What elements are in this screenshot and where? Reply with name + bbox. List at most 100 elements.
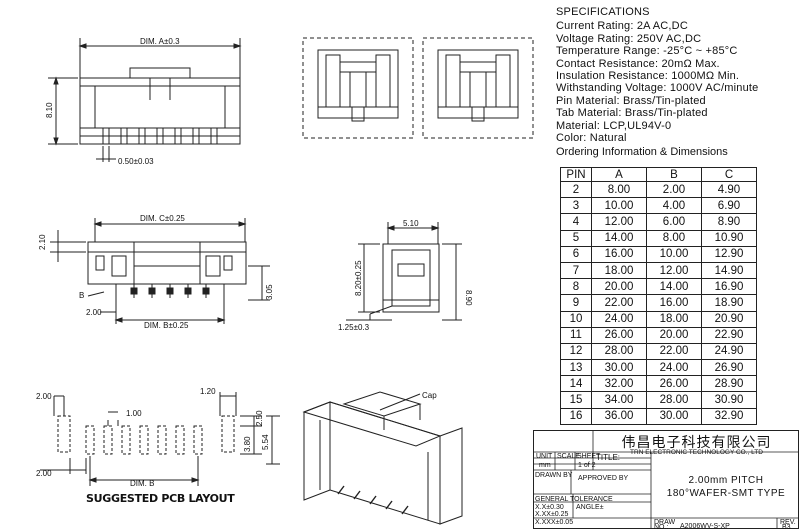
dim-820-label: 8.20±0.25 bbox=[354, 260, 363, 296]
ordering-title: Ordering Information & Dimensions bbox=[556, 146, 728, 158]
pcb-200b-label: 2.00 bbox=[36, 469, 52, 478]
spec-line: Current Rating: 2A AC,DC bbox=[556, 20, 688, 33]
pin-cell: 16 bbox=[560, 407, 592, 425]
draw-number: A2006WV-S-XP bbox=[680, 523, 730, 530]
plan-view bbox=[50, 218, 270, 324]
a-cell: 34.00 bbox=[591, 391, 647, 409]
b-cell: 2.00 bbox=[646, 180, 702, 199]
scale-label: SCALE bbox=[557, 453, 580, 460]
col-header-b: B bbox=[646, 167, 702, 182]
pcb-250-label: 2.50 bbox=[255, 410, 264, 426]
title-block: 伟昌电子科技有限公司 TRN ELECTRONIC TECHNOLOGY CO.… bbox=[533, 430, 799, 531]
b-cell: 14.00 bbox=[646, 278, 702, 296]
a-cell: 20.00 bbox=[591, 278, 647, 296]
pcb-554-label: 5.54 bbox=[261, 434, 270, 450]
b-cell: 16.00 bbox=[646, 294, 702, 312]
b-cell: 26.00 bbox=[646, 375, 702, 393]
top-views bbox=[302, 37, 534, 139]
a-cell: 10.00 bbox=[591, 197, 647, 215]
dim-125-label: 1.25±0.3 bbox=[338, 323, 370, 332]
a-cell: 36.00 bbox=[591, 407, 647, 425]
dim-b-label: DIM. B±0.25 bbox=[144, 321, 189, 330]
col-header-a: A bbox=[591, 167, 647, 182]
company-name-en: TRN ELECTRONIC TECHNOLOGY CO., LTD bbox=[630, 449, 763, 456]
pitch-pin-label: 0.50±0.03 bbox=[118, 157, 154, 166]
pin-cell: 5 bbox=[560, 229, 592, 247]
no-label: NO.: bbox=[654, 524, 669, 531]
table-header-row: PIN A B C bbox=[560, 167, 757, 182]
unit-value: mm bbox=[539, 462, 551, 469]
dim-200a-label: 2.00 bbox=[86, 308, 102, 317]
c-cell: 28.90 bbox=[701, 375, 757, 393]
c-cell: 22.90 bbox=[701, 326, 757, 344]
dim-a-label: DIM. A±0.3 bbox=[140, 37, 180, 46]
title-block-grid bbox=[533, 430, 799, 529]
pcb-100-label: 1.00 bbox=[126, 409, 142, 418]
b-cell: 4.00 bbox=[646, 197, 702, 215]
spec-line: Pin Material: Brass/Tin-plated bbox=[556, 94, 706, 107]
col-header-pin: PIN bbox=[560, 167, 592, 182]
specifications: SPECIFICATIONS Current Rating: 2A AC,DC … bbox=[556, 6, 796, 144]
b-cell: 12.00 bbox=[646, 261, 702, 280]
spec-line: Contact Resistance: 20mΩ Max. bbox=[556, 57, 720, 70]
dim-305-label: 3.05 bbox=[265, 284, 274, 300]
c-cell: 6.90 bbox=[701, 197, 757, 215]
spec-line: Tab Material: Brass/Tin-plated bbox=[556, 107, 708, 120]
pin-cell: 6 bbox=[560, 245, 592, 263]
dim-890-label: 8.90 bbox=[464, 290, 473, 306]
b-cell: 8.00 bbox=[646, 229, 702, 247]
sheet-value: 1 of 2 bbox=[578, 462, 596, 469]
spec-line: Withstanding Voltage: 1000V AC/minute bbox=[556, 82, 759, 95]
pin-cell: 11 bbox=[560, 326, 592, 344]
rev-value: B3 bbox=[782, 524, 791, 531]
b-cell: 30.00 bbox=[646, 407, 702, 425]
title-label: TITLE: bbox=[596, 453, 621, 462]
side-view bbox=[346, 222, 462, 321]
b-cell: 24.00 bbox=[646, 359, 702, 377]
spec-line: Material: LCP,UL94V-0 bbox=[556, 119, 672, 132]
company-name-cn: 伟昌电子科技有限公司 bbox=[621, 434, 772, 450]
a-cell: 24.00 bbox=[591, 310, 647, 328]
c-cell: 32.90 bbox=[701, 407, 757, 425]
a-cell: 26.00 bbox=[591, 326, 647, 344]
a-cell: 16.00 bbox=[591, 245, 647, 263]
pin-cell: 13 bbox=[560, 359, 592, 377]
c-cell: 26.90 bbox=[701, 359, 757, 377]
dim-h1-label: 8.10 bbox=[45, 102, 54, 118]
pin-cell: 12 bbox=[560, 342, 592, 361]
pcb-dimb-label: DIM. B bbox=[130, 479, 154, 488]
tolerance-1: X.X±0.30 bbox=[535, 504, 564, 511]
pcb-layout-title: SUGGESTED PCB LAYOUT bbox=[86, 492, 235, 505]
a-cell: 32.00 bbox=[591, 375, 647, 393]
pin-cell: 7 bbox=[560, 261, 592, 280]
dim-510-label: 5.10 bbox=[403, 219, 419, 228]
b-cell: 28.00 bbox=[646, 391, 702, 409]
tolerance-2: X.XX±0.25 bbox=[535, 511, 569, 518]
a-cell: 12.00 bbox=[591, 213, 647, 231]
front-view bbox=[48, 38, 242, 162]
c-cell: 24.90 bbox=[701, 342, 757, 361]
b-cell: 20.00 bbox=[646, 326, 702, 344]
pin-cell: 8 bbox=[560, 278, 592, 296]
spec-line: Voltage Rating: 250V AC,DC bbox=[556, 32, 702, 45]
b-cell: 6.00 bbox=[646, 213, 702, 231]
b-label: B bbox=[79, 291, 84, 300]
c-cell: 12.90 bbox=[701, 245, 757, 263]
isometric-view bbox=[302, 391, 463, 525]
dim-210-label: 2.10 bbox=[38, 234, 47, 250]
pcb-120-label: 1.20 bbox=[200, 387, 216, 396]
tolerance-3: X.XXX±0.05 bbox=[535, 519, 574, 526]
pin-cell: 15 bbox=[560, 391, 592, 409]
pin-cell: 4 bbox=[560, 213, 592, 231]
b-cell: 22.00 bbox=[646, 342, 702, 361]
